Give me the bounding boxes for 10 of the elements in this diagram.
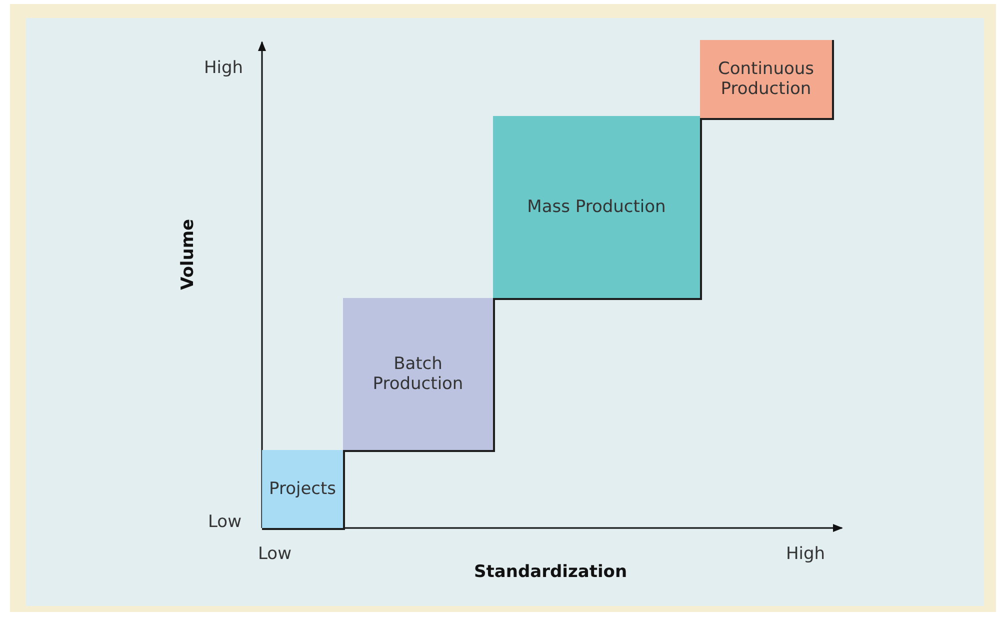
axis-title: Standardization bbox=[474, 562, 628, 582]
axis-tick-label: High bbox=[786, 544, 826, 564]
axis-tick-label: High bbox=[204, 58, 244, 78]
category-block: Projects bbox=[262, 450, 345, 530]
category-block: Batch Production bbox=[343, 298, 495, 452]
axis-title: Volume bbox=[178, 218, 198, 290]
axis-tick-label: Low bbox=[258, 544, 292, 564]
category-block: Mass Production bbox=[493, 116, 702, 300]
axis-tick-label: Low bbox=[208, 512, 242, 532]
category-block: Continuous Production bbox=[700, 40, 834, 120]
